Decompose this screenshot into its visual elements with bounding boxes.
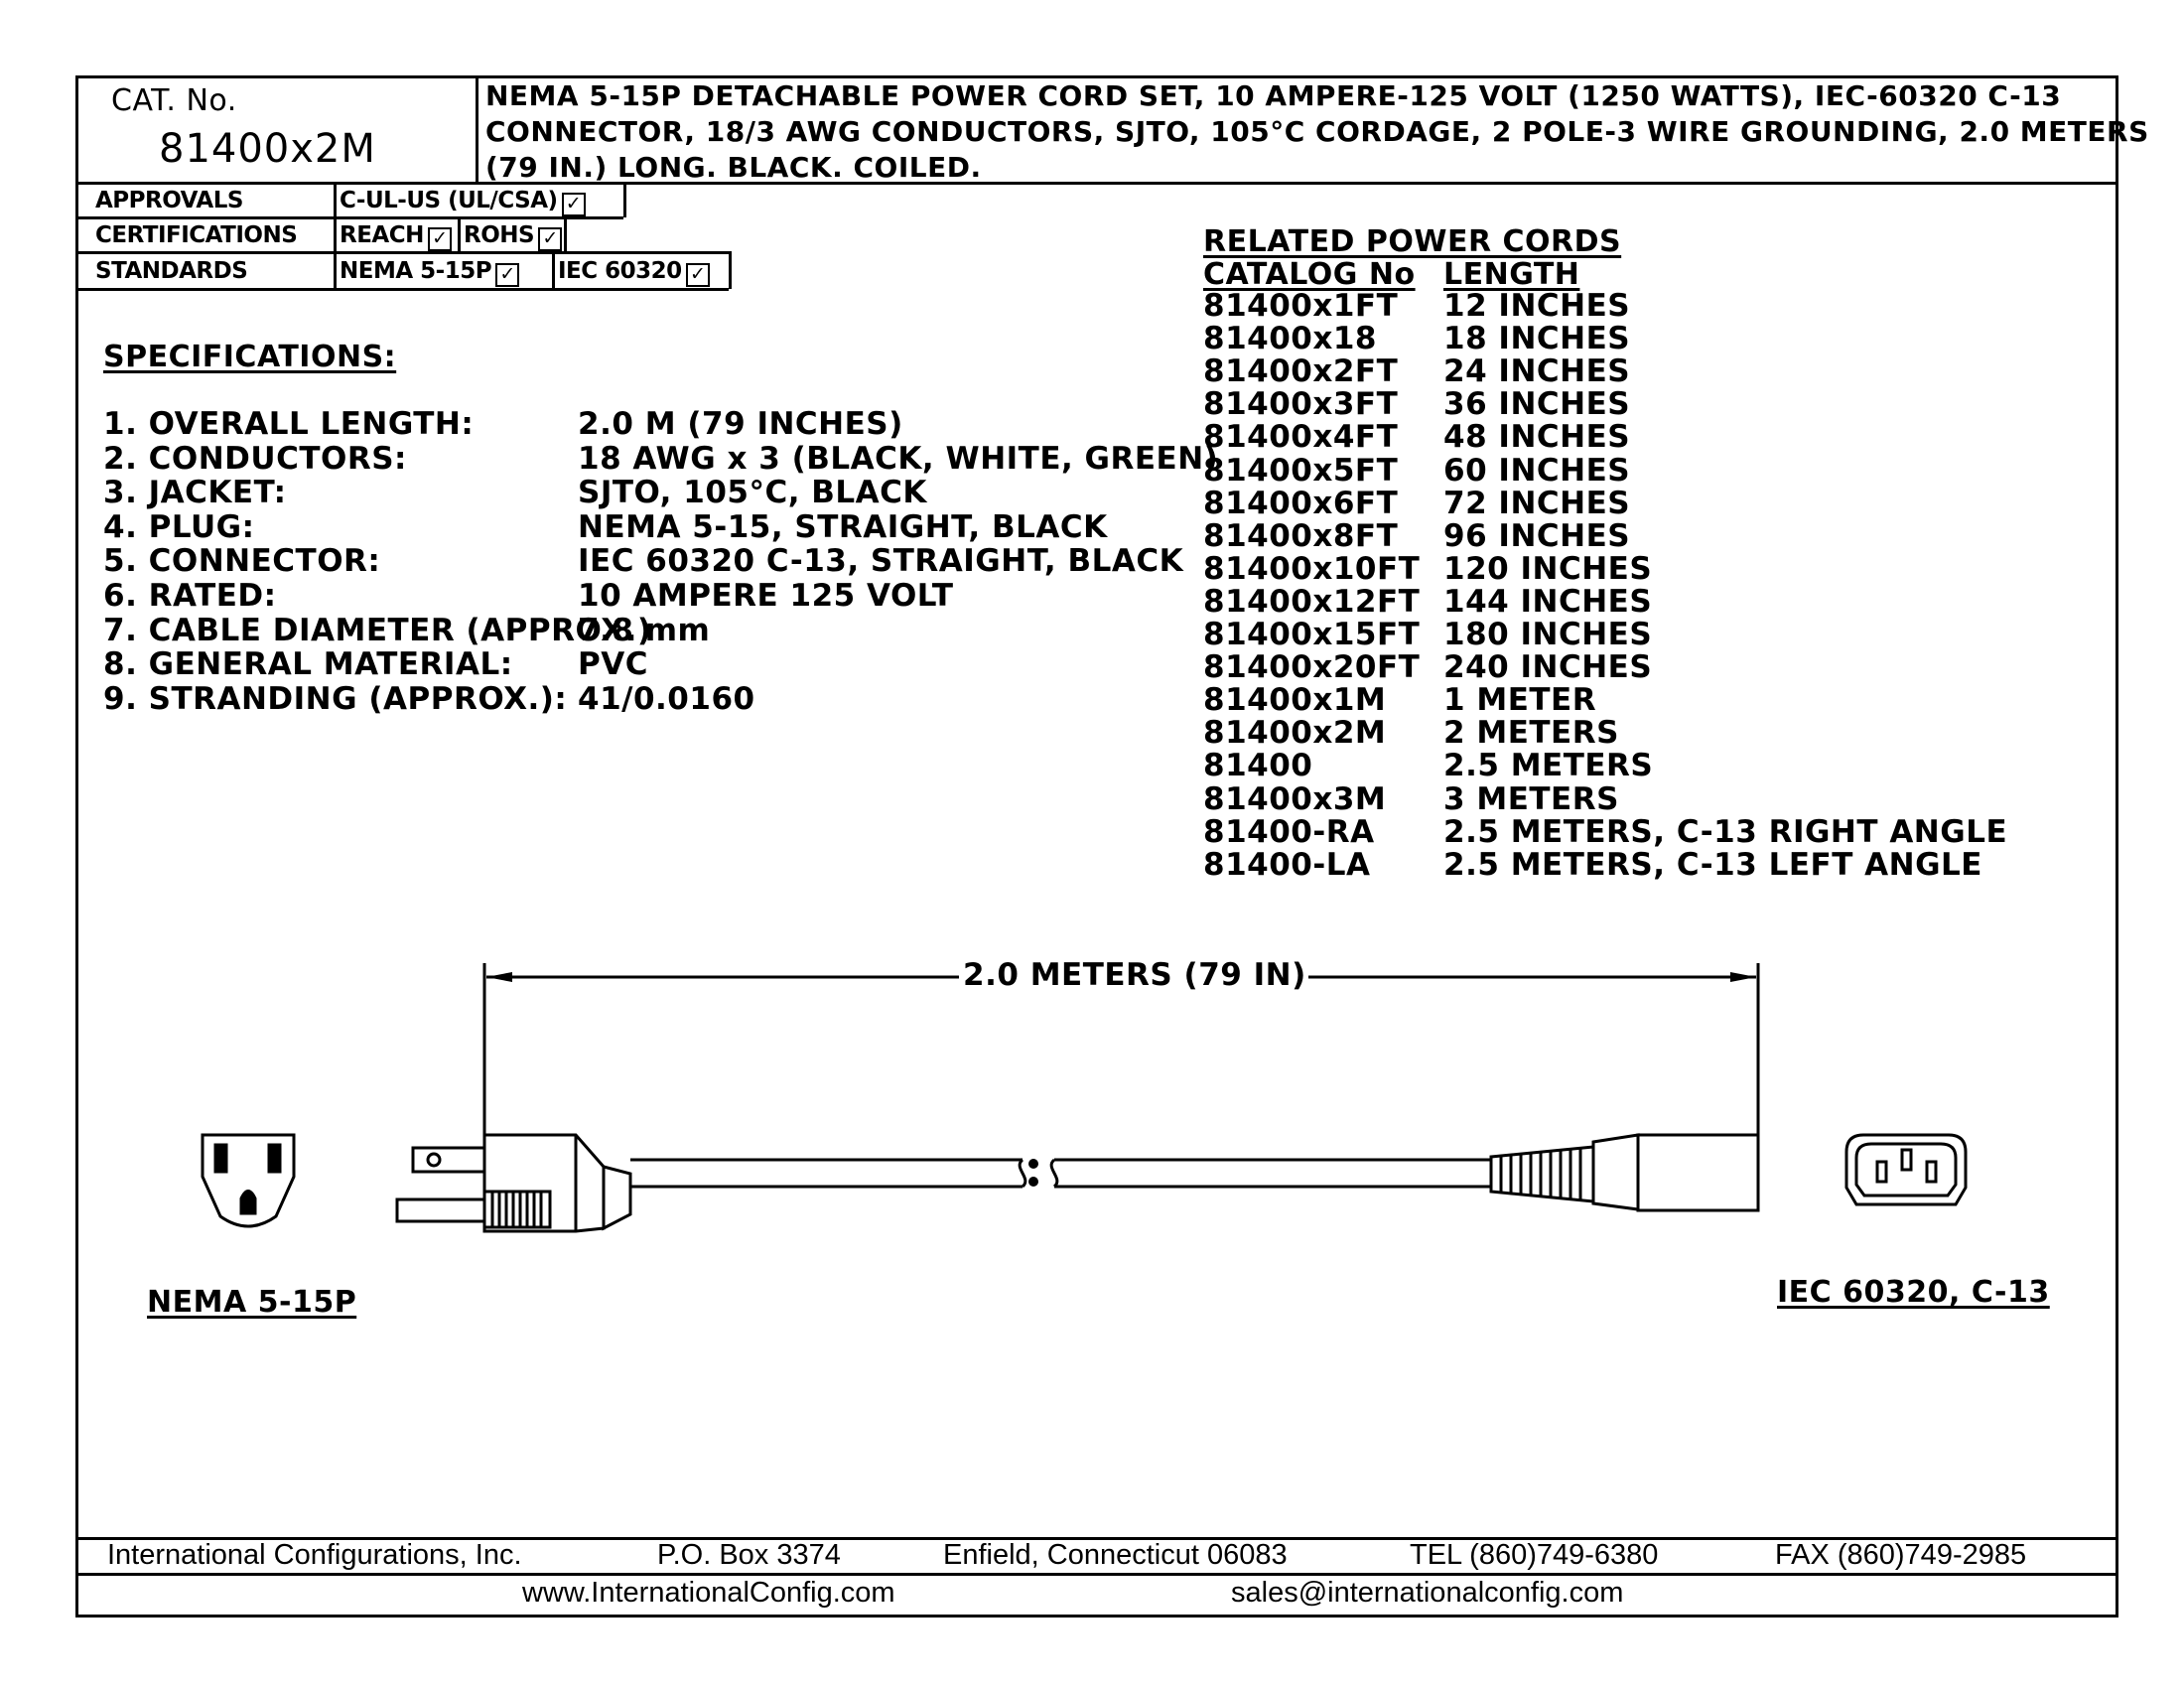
checkbox-checked-icon: ✓ [685,263,710,287]
related-length: 240 INCHES [1443,649,1653,685]
related-length: 2.5 METERS [1443,748,1654,783]
iec-60320-c13-label: IEC 60320, C-13 [1777,1275,2050,1310]
description-line-2: CONNECTOR, 18/3 AWG CONDUCTORS, SJTO, 10… [485,115,2149,148]
footer-po-box: P.O. Box 3374 [657,1539,841,1571]
related-col-length: LENGTH [1443,257,1580,292]
cert-rohs: ROHS✓ [464,222,563,251]
related-catalog-number: 81400x2M [1203,715,1387,751]
related-length: 72 INCHES [1443,486,1631,521]
related-length: 12 INCHES [1443,288,1631,324]
related-catalog-number: 81400-LA [1203,847,1371,883]
description-line-3: (79 IN.) LONG. BLACK. COILED. [485,151,982,184]
checkbox-checked-icon: ✓ [538,227,563,251]
nema-5-15p-label: NEMA 5-15P [147,1285,357,1320]
spec-label: 4. PLUG: [103,509,255,545]
footer-fax: FAX (860)749-2985 [1775,1539,2027,1571]
related-length: 2.5 METERS, C-13 LEFT ANGLE [1443,847,1982,883]
related-catalog-number: 81400x3FT [1203,386,1399,422]
related-length: 24 INCHES [1443,353,1631,389]
std-nema: NEMA 5-15P✓ [340,258,520,287]
related-length: 36 INCHES [1443,386,1631,422]
spec-label: 6. RATED: [103,578,277,614]
footer-top-line [75,1537,2118,1540]
approvals-value: C-UL-US (UL/CSA)✓ [340,188,586,216]
footer-mid-line [75,1573,2118,1576]
spec-value: IEC 60320 C-13, STRAIGHT, BLACK [578,543,1184,579]
related-col-catalog: CATALOG No [1203,257,1416,292]
header-vertical-divider [476,75,478,184]
related-catalog-number: 81400x3M [1203,781,1387,817]
footer-website-link[interactable]: www.InternationalConfig.com [522,1577,895,1609]
spec-label: 2. CONDUCTORS: [103,441,407,477]
description-line-1: NEMA 5-15P DETACHABLE POWER CORD SET, 10… [485,79,2062,112]
spec-value: SJTO, 105°C, BLACK [578,475,927,510]
footer-company: International Configurations, Inc. [107,1539,522,1571]
related-length: 120 INCHES [1443,551,1653,587]
footer-email-link[interactable]: sales@internationalconfig.com [1231,1577,1624,1609]
standards-label: STANDARDS [95,258,248,284]
related-catalog-number: 81400x20FT [1203,649,1421,685]
spec-value: 41/0.0160 [578,681,755,717]
related-length: 96 INCHES [1443,518,1631,554]
spec-label: 9. STRANDING (APPROX.): [103,681,568,717]
related-length: 2.5 METERS, C-13 RIGHT ANGLE [1443,814,2008,850]
cat-label: CAT. No. [111,83,237,118]
related-catalog-number: 81400x15FT [1203,617,1421,652]
related-length: 180 INCHES [1443,617,1653,652]
related-length: 60 INCHES [1443,453,1631,489]
checkbox-checked-icon: ✓ [427,227,452,251]
drawing-border [75,75,2118,1618]
related-catalog-number: 81400 [1203,748,1313,783]
connector-grip-ridges [1499,1148,1582,1200]
related-catalog-number: 81400x5FT [1203,453,1399,489]
related-catalog-number: 81400x4FT [1203,419,1399,455]
related-length: 18 INCHES [1443,321,1631,356]
spec-value: PVC [578,646,648,682]
spec-label: 8. GENERAL MATERIAL: [103,646,513,682]
related-catalog-number: 81400x1FT [1203,288,1399,324]
spec-label: 3. JACKET: [103,475,287,510]
related-catalog-number: 81400x6FT [1203,486,1399,521]
related-length: 3 METERS [1443,781,1619,817]
related-length: 144 INCHES [1443,584,1653,620]
cert-reach: REACH✓ [340,222,452,251]
spec-value: 7.8 mm [578,613,711,648]
cable [630,1158,1491,1189]
related-catalog-number: 81400x10FT [1203,551,1421,587]
approvals-label: APPROVALS [95,188,243,213]
iec-c13-face-icon [1844,1133,1968,1206]
spec-value: 10 AMPERE 125 VOLT [578,578,954,614]
specifications-title: SPECIFICATIONS: [103,340,397,374]
spec-label: 5. CONNECTOR: [103,543,381,579]
spec-value: 2.0 M (79 INCHES) [578,406,903,442]
cat-number: 81400x2M [159,126,376,172]
spec-value: 18 AWG x 3 (BLACK, WHITE, GREEN) [578,441,1219,477]
related-catalog-number: 81400x1M [1203,682,1387,718]
dimension-label: 2.0 METERS (79 IN) [961,957,1308,993]
spec-label: 1. OVERALL LENGTH: [103,406,475,442]
related-length: 48 INCHES [1443,419,1631,455]
related-catalog-number: 81400-RA [1203,814,1375,850]
related-catalog-number: 81400x2FT [1203,353,1399,389]
nema-5-15p-face-icon [201,1133,296,1228]
plug-grip-ridges [482,1190,552,1229]
footer-tel: TEL (860)749-6380 [1410,1539,1659,1571]
std-iec: IEC 60320✓ [558,258,710,287]
footer-city: Enfield, Connecticut 06083 [943,1539,1288,1571]
checkbox-checked-icon: ✓ [495,263,520,287]
related-catalog-number: 81400x8FT [1203,518,1399,554]
related-cords-title: RELATED POWER CORDS [1203,224,1622,259]
related-length: 2 METERS [1443,715,1619,751]
spec-value: NEMA 5-15, STRAIGHT, BLACK [578,509,1108,545]
checkbox-checked-icon: ✓ [561,193,586,216]
spec-label: 7. CABLE DIAMETER (APPROX.) [103,613,652,648]
related-catalog-number: 81400x18 [1203,321,1377,356]
related-catalog-number: 81400x12FT [1203,584,1421,620]
certifications-label: CERTIFICATIONS [95,222,298,248]
header-divider [75,182,2118,185]
related-length: 1 METER [1443,682,1597,718]
